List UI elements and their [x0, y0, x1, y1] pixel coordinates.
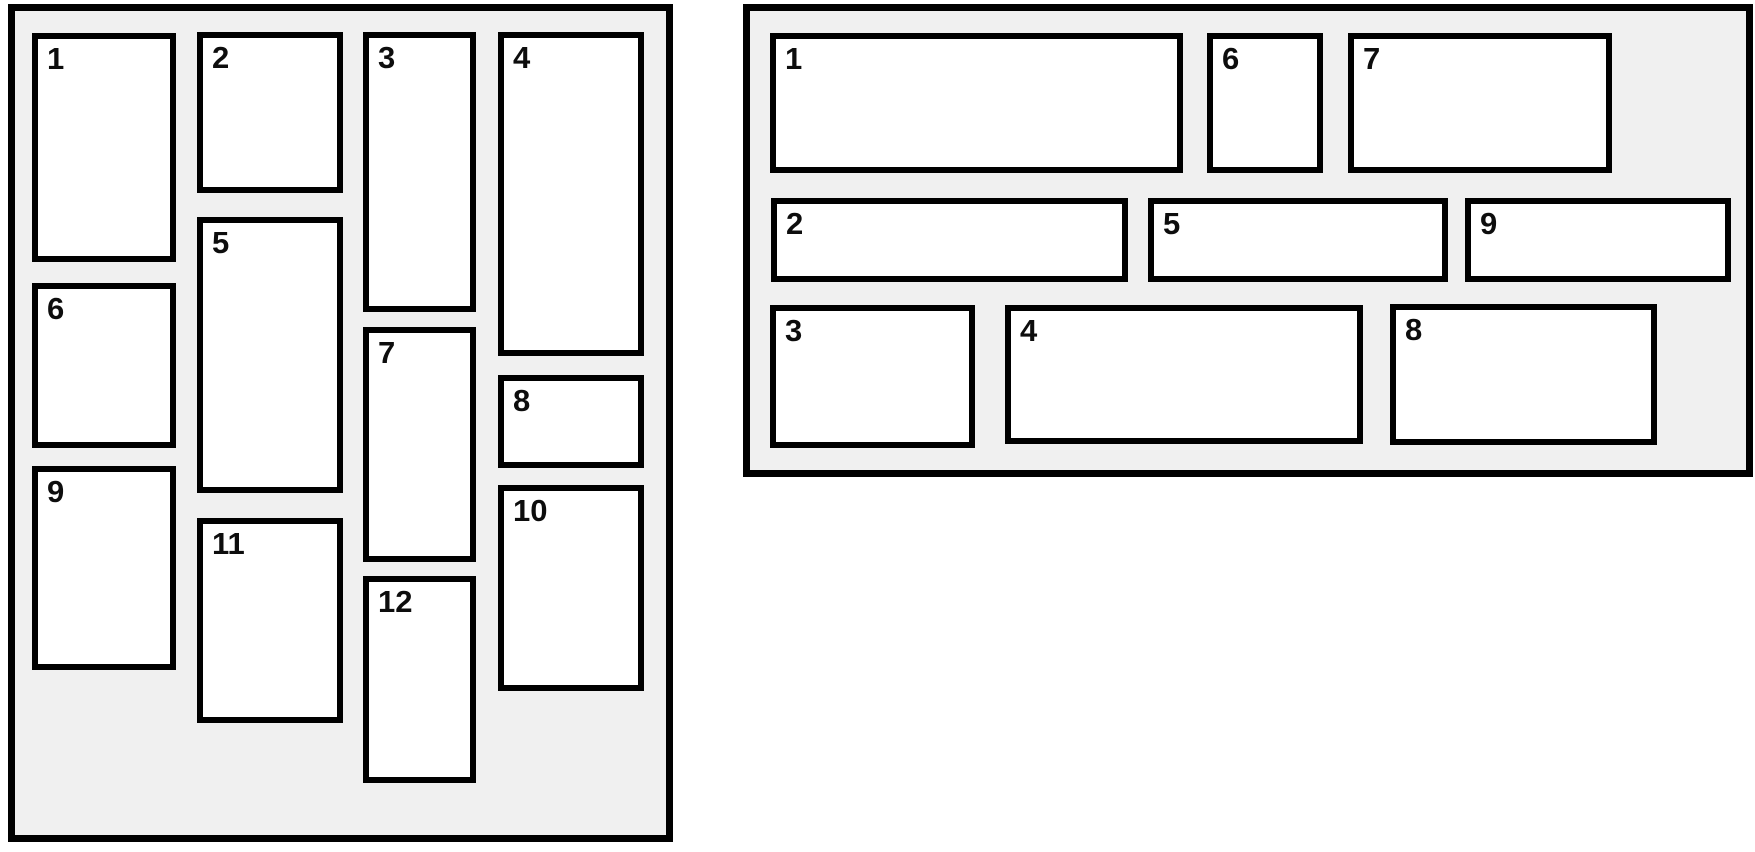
masonry-item: 9 [1465, 198, 1731, 282]
item-number-label: 5 [212, 225, 230, 260]
item-number-label: 2 [212, 40, 230, 75]
item-number-label: 3 [378, 40, 396, 75]
masonry-item: 3 [770, 305, 975, 448]
item-number-label: 8 [1405, 312, 1423, 347]
masonry-item: 5 [1148, 198, 1448, 282]
masonry-item: 7 [363, 327, 476, 562]
masonry-item: 4 [498, 32, 644, 356]
masonry-item: 2 [771, 198, 1128, 282]
item-number-label: 1 [47, 41, 65, 76]
item-number-label: 6 [1222, 41, 1240, 76]
item-number-label: 11 [212, 526, 245, 561]
item-number-label: 10 [513, 493, 548, 528]
horizontal-masonry-panel: 1 6 7 2 5 9 3 4 8 [743, 4, 1753, 477]
masonry-item: 7 [1348, 33, 1612, 173]
item-number-label: 3 [785, 313, 803, 348]
masonry-item: 4 [1005, 305, 1363, 444]
item-number-label: 4 [1020, 313, 1038, 348]
masonry-item: 1 [770, 33, 1183, 173]
item-number-label: 4 [513, 40, 531, 75]
item-number-label: 7 [378, 335, 396, 370]
masonry-item: 8 [1390, 304, 1657, 445]
masonry-item: 9 [32, 466, 176, 670]
item-number-label: 5 [1163, 206, 1181, 241]
item-number-label: 9 [47, 474, 65, 509]
masonry-item: 8 [498, 375, 644, 468]
item-number-label: 1 [785, 41, 803, 76]
item-number-label: 8 [513, 383, 531, 418]
masonry-item: 3 [363, 32, 476, 312]
masonry-item: 11 [197, 518, 343, 723]
item-number-label: 6 [47, 291, 65, 326]
masonry-item: 1 [32, 33, 176, 262]
item-number-label: 12 [378, 584, 413, 619]
vertical-masonry-panel: 1 2 3 4 5 6 7 8 9 10 11 12 [8, 4, 673, 842]
item-number-label: 2 [786, 206, 804, 241]
masonry-item: 5 [197, 217, 343, 493]
masonry-item: 12 [363, 576, 476, 783]
masonry-item: 6 [1207, 33, 1323, 173]
item-number-label: 9 [1480, 206, 1498, 241]
masonry-item: 6 [32, 283, 176, 448]
masonry-item: 2 [197, 32, 343, 193]
masonry-item: 10 [498, 485, 644, 691]
item-number-label: 7 [1363, 41, 1381, 76]
